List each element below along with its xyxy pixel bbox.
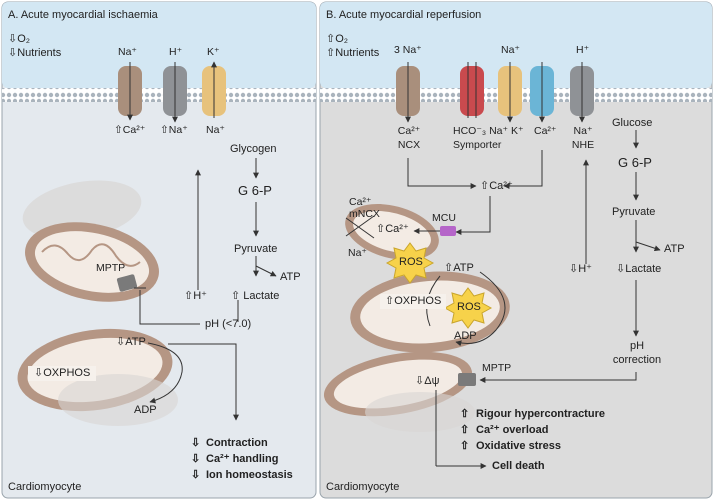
pyruvate-label-b: Pyruvate	[612, 206, 656, 218]
panel-a-title: A. Acute myocardial ischaemia	[8, 9, 158, 21]
h-plus-a: ⇧H⁺	[184, 290, 207, 302]
nutrients-increase: ⇧Nutrients	[326, 47, 380, 59]
mptp-label-b: MPTP	[482, 362, 512, 374]
nhe-na: Na⁺	[573, 125, 593, 137]
effect-b-ca-overload: Ca²⁺ overload	[476, 424, 549, 436]
atp-loop-a: ⇩ATP	[116, 336, 146, 348]
effect-b-oxidative-stress: Oxidative stress	[476, 440, 561, 452]
atp-out-a: ATP	[280, 271, 301, 283]
dpsi-label: ⇩Δψ	[415, 375, 440, 387]
ros-star-top	[385, 242, 435, 284]
effect-b-hypercontracture: Rigour hypercontracture	[476, 408, 605, 420]
glucose-label: Glucose	[612, 117, 653, 129]
effect-a-contraction: Contraction	[206, 437, 268, 449]
channel-a-top-2: H⁺	[169, 46, 183, 58]
mptp-b	[458, 373, 476, 386]
nhe-label: NHE	[571, 139, 595, 151]
channel-a-bottom-2: ⇧Na⁺	[160, 124, 188, 136]
channel-nhe	[570, 62, 594, 118]
ca-center-b: ⇧Ca²⁺	[480, 180, 513, 192]
cell-death-label: Cell death	[492, 460, 545, 472]
channel-symporter	[460, 62, 484, 118]
o2-decrease: ⇩O₂	[8, 33, 31, 45]
effect-arrow-b-1: ⇧	[460, 408, 470, 420]
effect-arrow-a-1: ⇩	[191, 437, 201, 449]
effect-arrow-b-3: ⇧	[460, 440, 470, 452]
cell-label-b: Cardiomyocyte	[326, 481, 400, 493]
lactate-b: ⇩Lactate	[616, 263, 662, 275]
ph-label-a: pH (<7.0)	[205, 318, 252, 330]
o2-increase: ⇧O₂	[326, 33, 349, 45]
channel-b-top-1: 3 Na⁺	[394, 44, 422, 56]
atp-out-b: ATP	[664, 243, 685, 255]
ros-label-mid: ROS	[457, 301, 481, 313]
channel-a-top-3: K⁺	[207, 46, 220, 58]
lactate-a: ⇧ Lactate	[231, 290, 280, 302]
oxphos-a: ⇩OXPHOS	[28, 366, 97, 381]
effect-a-ion-homeostasis: Ion homeostasis	[206, 469, 293, 481]
ncx-label: NCX	[397, 139, 421, 151]
effect-a-ca-handling: Ca²⁺ handling	[206, 453, 279, 465]
mncx-ca: Ca²⁺	[349, 196, 372, 208]
g6p-label-b: G 6-P	[618, 155, 652, 170]
ca-channel-b: Ca²⁺	[534, 125, 557, 137]
ros-star-mid	[443, 287, 493, 329]
atp-loop-b: ⇧ATP	[444, 262, 474, 274]
mito-a-faded	[22, 180, 142, 240]
nutrients-decrease: ⇩Nutrients	[8, 47, 62, 59]
pyruvate-label-a: Pyruvate	[234, 243, 278, 255]
h-plus-b: ⇩H⁺	[569, 263, 592, 275]
mncx-label: mNCX	[349, 208, 380, 220]
effect-arrow-a-2: ⇩	[191, 453, 201, 465]
channel-a-top-1: Na⁺	[118, 46, 137, 58]
channel-h-a	[163, 62, 187, 118]
effect-arrow-b-2: ⇧	[460, 424, 470, 436]
ph-label-b: pH	[629, 340, 645, 352]
ncx-ca: Ca²⁺	[397, 125, 421, 137]
channel-a-bottom-1: ⇧Ca²⁺	[114, 124, 146, 136]
channel-b-top-3: H⁺	[576, 44, 590, 56]
ros-label-top: ROS	[399, 256, 423, 268]
channel-ncx	[396, 62, 420, 118]
ca-mito-b: ⇧Ca²⁺	[376, 223, 409, 235]
mptp-a	[116, 274, 138, 292]
effect-arrow-a-3: ⇩	[191, 469, 201, 481]
adp-label-a: ADP	[134, 404, 157, 416]
oxphos-b: ⇧OXPHOS	[380, 294, 447, 309]
membrane-a	[2, 88, 316, 102]
ph-correction: correction	[612, 354, 662, 366]
panel-b-title: B. Acute myocardial reperfusion	[326, 9, 482, 21]
channel-b-top-2: Na⁺	[501, 44, 520, 56]
adp-label-b: ADP	[454, 330, 477, 342]
symporter-label: Symporter	[453, 139, 502, 151]
g6p-label-a: G 6-P	[238, 183, 272, 198]
symporter-ions: HCO⁻₃ Na⁺ K⁺	[453, 125, 524, 137]
channel-ca-b	[530, 62, 554, 118]
channel-k-b	[498, 62, 522, 118]
mcu-label: MCU	[432, 212, 456, 224]
glycogen-label: Glycogen	[230, 143, 277, 155]
mcu	[440, 226, 456, 236]
channel-a-bottom-3: Na⁺	[206, 124, 225, 136]
mptp-label-a: MPTP	[96, 262, 126, 274]
cell-label-a: Cardiomyocyte	[8, 481, 82, 493]
channel-na-a	[118, 62, 142, 118]
na-mito-b: Na⁺	[348, 247, 367, 259]
